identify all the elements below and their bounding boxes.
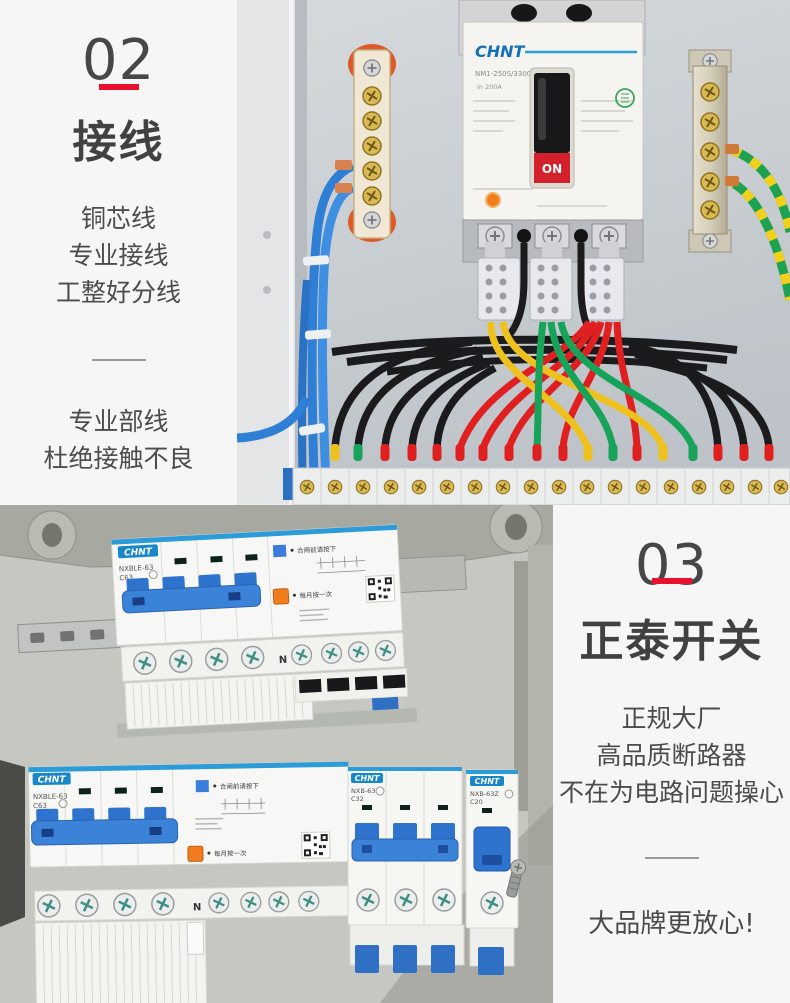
rcbo-bottom-model: NXBLE-63 — [33, 793, 68, 802]
red-accent-bar — [651, 578, 692, 584]
feature-item: 不在为电路问题操心 — [558, 778, 784, 807]
mcb-3p-model: NXB-63 — [351, 787, 375, 795]
ccc-mark — [375, 786, 385, 796]
mccb-on-label: ON — [542, 162, 562, 176]
terminal-cover — [393, 945, 417, 973]
neutral-label: N — [193, 902, 202, 913]
mcb-1p: CHNT NXB-63Z C20 — [465, 769, 519, 975]
feature-item: 正规大厂 — [621, 704, 722, 733]
mcb-3p-brand: CHNT — [355, 774, 380, 783]
chint-logo-badge — [470, 776, 504, 786]
feature-item: 专业部线 — [68, 407, 169, 436]
chint-logo-badge — [351, 773, 383, 783]
rcbo-top-terminals: N — [120, 632, 405, 682]
terminal-cover — [431, 945, 455, 973]
rcbo-top-assembly: CHNT NXBLE-63 C63 合闸前请按下 — [17, 524, 467, 738]
mcb-3p-handle[interactable] — [351, 823, 459, 862]
rcbo-bottom-close-note: 合闸前请按下 — [220, 781, 260, 791]
reclose-indicator — [272, 544, 287, 558]
circuit-diagram — [221, 798, 266, 815]
rcbo-bottom-terminals: N — [34, 885, 352, 922]
section-title: 接线 — [72, 117, 165, 168]
neutral-terminal-bar — [348, 44, 396, 242]
loose-screw — [506, 859, 527, 898]
breaker-photo-svg: CHNT NXBLE-63 C63 合闸前请按下 — [0, 505, 553, 1003]
mcb-1p-brand: CHNT — [475, 777, 500, 786]
mcb-1p-handle[interactable] — [473, 826, 511, 872]
feature-list: 铜芯线 专业接线 工整好分线 — [0, 200, 237, 311]
red-accent-bar — [98, 84, 139, 90]
test-button[interactable] — [187, 845, 204, 862]
certification-mark — [615, 88, 635, 108]
terminal-cover — [355, 945, 379, 973]
block-screws — [485, 264, 611, 314]
mcb-3p-rating: C32 — [351, 795, 364, 803]
feature-item: 杜绝接触不良 — [43, 444, 194, 473]
din-rail — [17, 618, 124, 654]
mccb-model-label: NM1-250S/3300 — [475, 70, 531, 78]
chint-logo-badge — [32, 772, 71, 786]
rcbo-top-rating: C63 — [119, 574, 133, 583]
mccb-indicator-lamp — [485, 192, 501, 208]
rcbo-top-handle[interactable] — [121, 572, 262, 614]
rcbo-bottom-brand: CHNT — [38, 775, 67, 785]
rcbo-bottom-handle[interactable] — [30, 806, 179, 846]
divider-line — [91, 359, 146, 361]
wire-fan — [330, 320, 774, 461]
terminal-strip — [283, 467, 790, 505]
mcb-1p-rating: C20 — [470, 798, 483, 806]
section-title: 正泰开关 — [579, 616, 764, 667]
mccb-rating-label: In 200A — [477, 83, 503, 91]
earth-terminal-bar — [688, 49, 732, 253]
reclose-indicator — [195, 780, 209, 793]
din-rail-right — [398, 554, 467, 594]
feature-item: 高品质断路器 — [596, 741, 747, 770]
rcbo-bottom-assembly: CHNT NXBLE-63 C63 合闸前请按下 — [27, 761, 352, 1003]
rcbo-top-base — [124, 667, 409, 730]
chint-logo-badge — [117, 544, 159, 559]
ccc-mark — [148, 570, 158, 580]
qr-code — [301, 831, 331, 859]
mccb-breaker: CHNT NM1-250S/3300 In 200A ON — [462, 21, 644, 221]
rcbo-bottom-rating: C63 — [33, 802, 47, 810]
earth-wires — [725, 144, 790, 301]
section-number: 02 — [81, 28, 156, 93]
slogan-text: 大品牌更放心! — [588, 909, 755, 939]
mcb-3p: CHNT NXB-63 C32 — [347, 766, 465, 973]
feature-list: 正规大厂 高品质断路器 不在为电路问题操心 — [553, 700, 790, 811]
switch-text-column: 03 正泰开关 正规大厂 高品质断路器 不在为电路问题操心 大品牌更放心! — [553, 505, 790, 1003]
feature-item: 工整好分线 — [55, 278, 181, 307]
neutral-label: N — [279, 655, 288, 666]
mccb-brand-logo: CHNT — [475, 42, 526, 61]
sub-feature-list: 专业部线 杜绝接触不良 — [0, 403, 237, 477]
wiring-photo: CHNT NM1-250S/3300 In 200A ON — [237, 0, 790, 505]
ccc-mark — [504, 789, 514, 799]
wiring-photo-svg: CHNT NM1-250S/3300 In 200A ON — [237, 0, 790, 505]
breaker-photo: CHNT NXBLE-63 C63 合闸前请按下 — [0, 505, 553, 1003]
rcbo-bottom-base — [34, 919, 208, 1003]
section-number: 03 — [634, 533, 709, 598]
rcbo-top-brand: CHNT — [124, 547, 153, 558]
mccb-spec-text-lines — [473, 100, 633, 207]
wiring-text-column: 02 接线 铜芯线 专业接线 工整好分线 专业部线 杜绝接触不良 — [0, 0, 237, 505]
distribution-blocks — [477, 242, 625, 321]
qr-code — [365, 574, 396, 603]
ccc-mark — [58, 799, 68, 809]
terminal-cover — [478, 947, 504, 975]
rcbo-bottom-test-note: 每月按一次 — [214, 848, 247, 858]
mcb-1p-model: NXB-63Z — [470, 790, 499, 798]
rcbo-top-model: NXBLE-63 — [119, 564, 154, 574]
test-button[interactable] — [272, 588, 290, 605]
feature-item: 专业接线 — [68, 241, 169, 270]
divider-line — [644, 857, 699, 859]
rcbo-top-test-note: 每月按一次 — [299, 589, 332, 600]
mccb-on-indicator — [534, 153, 570, 183]
rcbo-top-close-note: 合闸前请按下 — [297, 544, 337, 555]
circuit-diagram — [316, 555, 366, 574]
feature-item: 铜芯线 — [80, 204, 156, 233]
